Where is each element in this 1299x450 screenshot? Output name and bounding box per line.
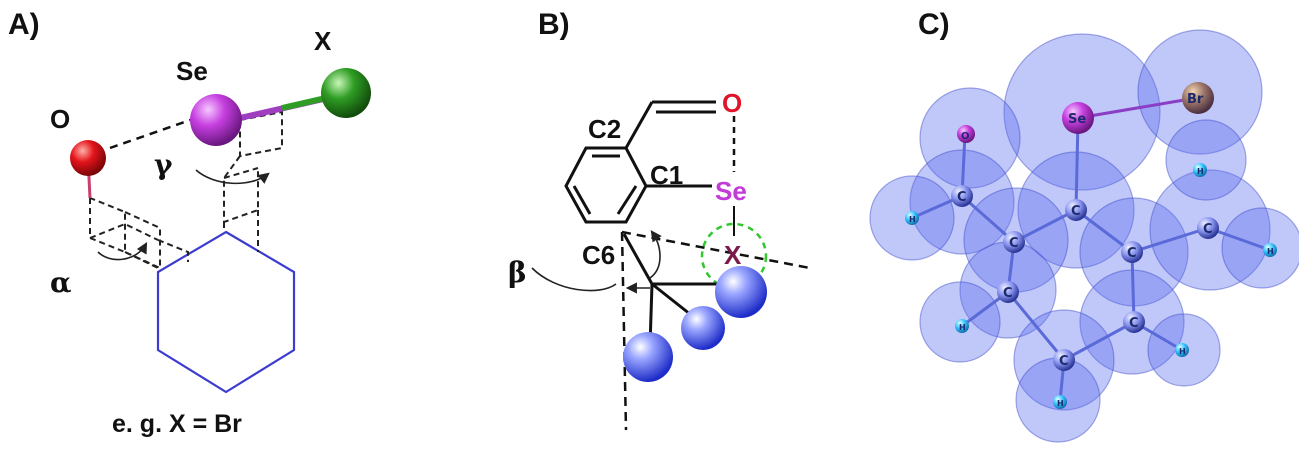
substituent-ball-3 <box>623 332 673 382</box>
halogen-atom-a <box>321 68 371 118</box>
selenium-atom-a <box>190 94 242 146</box>
bromine-atom-c <box>1182 82 1214 114</box>
atom-label-se-b: Se <box>715 176 747 206</box>
atom-label-x-b: X <box>724 240 742 270</box>
x-highlight-circle <box>700 222 768 290</box>
beta-rotation-arrow <box>531 267 617 292</box>
atom-label-h: H <box>1267 247 1274 256</box>
atom-label-br-c: Br <box>1187 92 1204 107</box>
atom-label-c6: C6 <box>582 240 615 270</box>
atom-label-o-b: O <box>722 88 742 118</box>
atom-label-c: C <box>1127 246 1137 261</box>
atom-label-se-a: Se <box>176 56 208 86</box>
panel-c: C) <box>869 8 1299 443</box>
alpha-rotation-arrow <box>97 242 148 261</box>
atom-label-h: H <box>909 215 916 224</box>
substituent-ball-2 <box>681 306 725 350</box>
hydrogen-atoms <box>905 163 1277 409</box>
substituent-ball-1 <box>715 266 767 318</box>
atom-label-c: C <box>1003 286 1013 301</box>
atom-label-c: C <box>1203 222 1213 237</box>
panel-a-label: A) <box>8 8 40 41</box>
plane-reference-line <box>621 230 811 270</box>
atom-label-c2: C2 <box>588 114 621 144</box>
angle-label-gamma: γ <box>154 148 173 181</box>
o-se-contact <box>109 116 197 150</box>
panel-b-label: B) <box>538 8 570 41</box>
atom-label-o-a: O <box>50 104 70 134</box>
atom-label-o-c: O <box>961 131 970 142</box>
gamma-rotation-arrow <box>195 169 270 185</box>
benzene-ring <box>564 146 648 224</box>
atom-label-c: C <box>1059 354 1069 369</box>
panel-b: B) <box>508 8 811 431</box>
aldehyde-group <box>624 100 716 149</box>
carbon-atoms <box>951 185 1219 371</box>
example-note: e. g. X = Br <box>112 410 242 438</box>
angle-label-alpha: α <box>50 266 72 299</box>
atom-label-c: C <box>1129 316 1139 331</box>
gamma-torsion-planes <box>223 110 283 252</box>
atom-label-h: H <box>1057 399 1064 408</box>
ring-a <box>156 230 296 394</box>
atom-label-c: C <box>957 190 967 205</box>
selenium-atom-c <box>1062 102 1094 134</box>
atom-label-se-c: Se <box>1068 112 1086 127</box>
rotation-arrow-b <box>649 230 662 279</box>
atom-label-c: C <box>1071 204 1081 219</box>
atom-label-c1: C1 <box>650 160 683 190</box>
alpha-torsion-planes <box>89 196 189 270</box>
vertical-reference-line <box>620 231 628 431</box>
atom-label-h: H <box>1179 347 1186 356</box>
atom-label-h: H <box>1197 167 1204 176</box>
angle-label-beta: β <box>508 256 527 289</box>
panel-a: A) O Se X <box>8 8 371 438</box>
atom-label-x-a: X <box>314 26 332 56</box>
atom-label-h: H <box>959 323 966 332</box>
panel-c-label: C) <box>918 8 950 41</box>
oxygen-atom-a <box>70 140 106 176</box>
se-br-bond-c <box>1077 96 1197 120</box>
atom-label-c: C <box>1009 236 1019 251</box>
oxygen-atom-c <box>957 125 975 143</box>
